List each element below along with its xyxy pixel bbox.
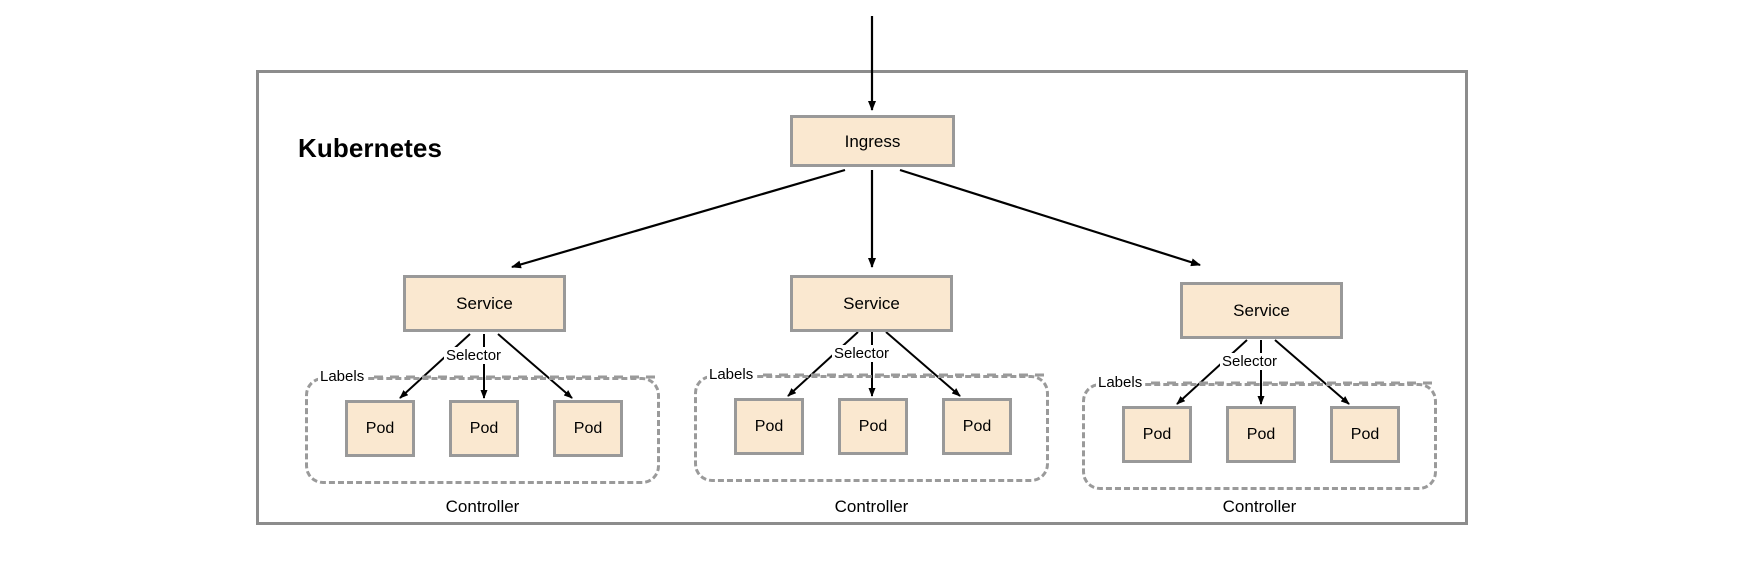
controller-label-1: Controller [445, 497, 520, 516]
pod-label-2-3: Pod [962, 417, 992, 435]
pod-node-2-2[interactable]: Pod [838, 398, 908, 455]
labels-annotation-3: Labels [1096, 374, 1145, 391]
selector-annotation-1: Selector [444, 347, 504, 364]
pod-node-3-1[interactable]: Pod [1122, 406, 1192, 463]
pod-label-1-1: Pod [365, 419, 395, 437]
service-label-2: Service [843, 294, 900, 313]
controller-group-2 [694, 375, 1049, 482]
pod-node-1-1[interactable]: Pod [345, 400, 415, 457]
ingress-node[interactable]: Ingress [790, 115, 955, 167]
service-node-1[interactable]: Service [403, 275, 566, 332]
service-node-2[interactable]: Service [790, 275, 953, 332]
ingress-label: Ingress [844, 131, 901, 151]
selector-annotation-2: Selector [832, 345, 892, 362]
labels-annotation-2: Labels [707, 366, 756, 383]
pod-label-3-2: Pod [1246, 425, 1276, 443]
pod-node-3-2[interactable]: Pod [1226, 406, 1296, 463]
controller-label-3: Controller [1222, 497, 1297, 516]
controller-group-3 [1082, 383, 1437, 490]
kubernetes-title: Kubernetes [298, 133, 443, 163]
pod-label-3-3: Pod [1350, 425, 1380, 443]
service-label-3: Service [1233, 301, 1290, 320]
pod-label-2-1: Pod [754, 417, 784, 435]
controller-group-1 [305, 377, 660, 484]
labels-annotation-1: Labels [318, 368, 367, 385]
controller-label-2: Controller [834, 497, 909, 516]
pod-label-2-2: Pod [858, 417, 888, 435]
pod-label-1-3: Pod [573, 419, 603, 437]
pod-node-2-3[interactable]: Pod [942, 398, 1012, 455]
pod-label-3-1: Pod [1142, 425, 1172, 443]
pod-node-1-3[interactable]: Pod [553, 400, 623, 457]
pod-node-2-1[interactable]: Pod [734, 398, 804, 455]
selector-annotation-3: Selector [1220, 353, 1280, 370]
pod-node-1-2[interactable]: Pod [449, 400, 519, 457]
pod-label-1-2: Pod [469, 419, 499, 437]
pod-node-3-3[interactable]: Pod [1330, 406, 1400, 463]
service-label-1: Service [456, 294, 513, 313]
service-node-3[interactable]: Service [1180, 282, 1343, 339]
